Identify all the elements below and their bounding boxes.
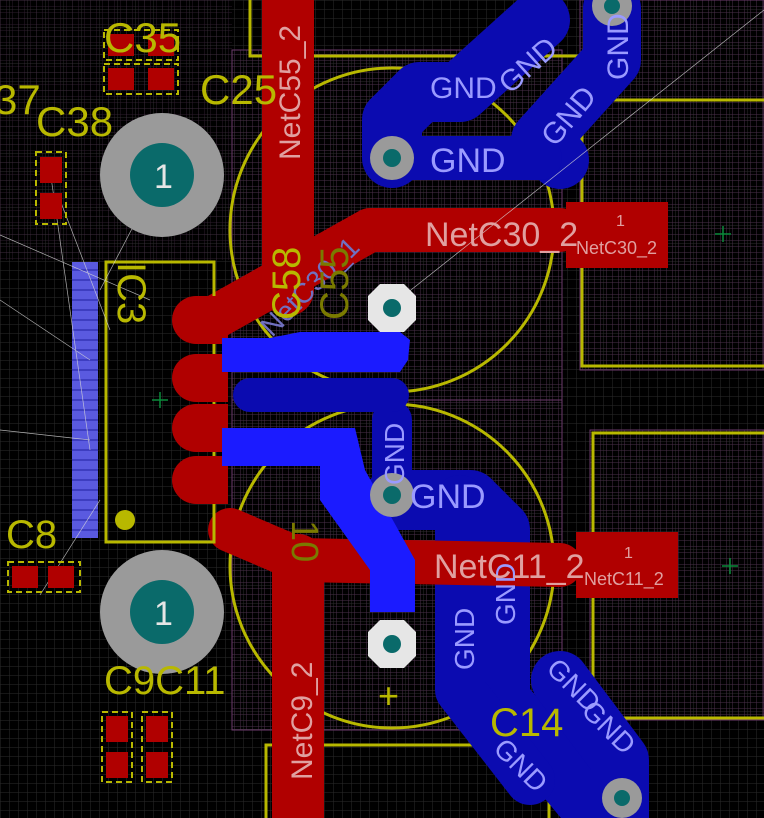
net-label-netc11: NetC11_2 <box>434 548 585 586</box>
refdes-c55: C55 <box>313 247 357 320</box>
netc30-pad[interactable] <box>566 202 668 268</box>
selected-traces[interactable] <box>222 332 415 612</box>
ratsnest-lines <box>0 9 764 596</box>
mount-pad-top[interactable] <box>100 113 224 237</box>
refdes-c10: 10 <box>283 520 325 562</box>
net-label-gnd: GND <box>430 72 497 105</box>
mount-pad-bottom-number: 1 <box>154 595 173 633</box>
pad-net-name: NetC11_2 <box>584 569 664 590</box>
refdes-ic3: IC3 <box>109 262 153 324</box>
pad-number: 1 <box>624 545 633 562</box>
crosshair-markers <box>152 226 738 574</box>
pad-net-name: NetC30_2 <box>576 238 657 259</box>
net-label-gnd: GND <box>379 423 410 485</box>
polarity-plus: + <box>378 675 399 716</box>
top-copper-traces[interactable] <box>188 0 582 818</box>
smd-silk-outlines <box>7 29 179 783</box>
netc11-pad[interactable] <box>576 532 678 598</box>
mount-pad-bottom[interactable] <box>100 550 224 674</box>
refdes-c9-c11: C9C11 <box>104 659 226 703</box>
net-label-gnd: GND <box>490 563 521 625</box>
refdes-c14: C14 <box>490 701 563 745</box>
net-label-gnd: GND <box>449 608 480 670</box>
smd-capacitors[interactable] <box>12 34 174 778</box>
refdes-c38: C38 <box>36 98 113 145</box>
octagon-pads[interactable] <box>368 284 416 668</box>
pad-number: 1 <box>616 213 625 230</box>
net-label-netc9: NetC9_2 <box>286 662 319 780</box>
refdes-c25: C25 <box>200 66 277 113</box>
mount-pad-top-number: 1 <box>154 158 173 196</box>
vias[interactable] <box>370 0 642 818</box>
net-label-netc55: NetC55_2 <box>274 25 307 160</box>
refdes-c37: 37 <box>0 76 41 123</box>
refdes-c58: C58 <box>265 247 309 320</box>
net-label-gnd: GND <box>430 142 506 180</box>
net-label-gnd: GND <box>602 13 635 80</box>
refdes-c8: C8 <box>6 513 57 557</box>
net-label-gnd: GND <box>410 478 486 516</box>
net-label-netc30: NetC30_2 <box>425 216 578 254</box>
refdes-c35: C35 <box>104 14 181 61</box>
